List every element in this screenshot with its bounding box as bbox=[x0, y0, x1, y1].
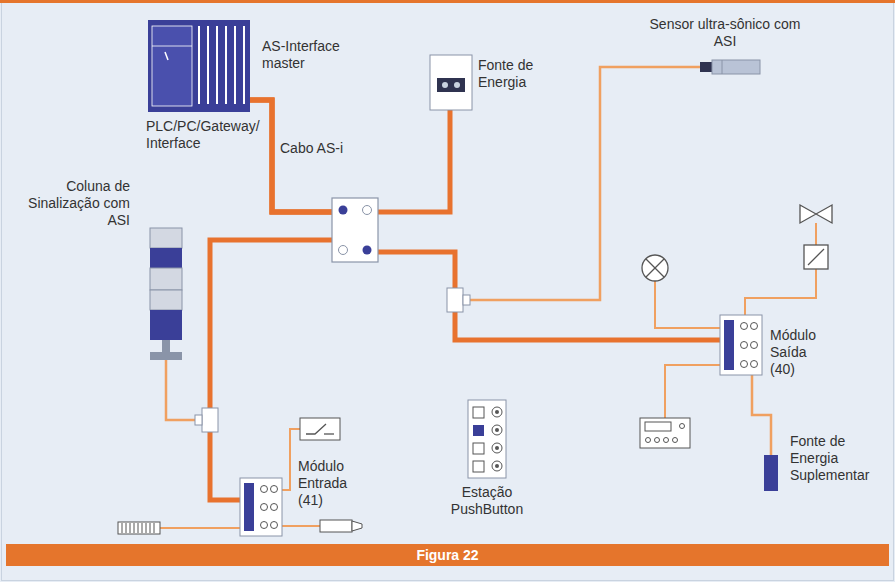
valve-symbol bbox=[800, 205, 832, 223]
proximity-sensor-symbol bbox=[320, 520, 362, 532]
grid-stroke bbox=[122, 523, 123, 533]
junction-box bbox=[332, 198, 378, 262]
node-label: Módulo Saída (40) bbox=[770, 327, 832, 378]
grid-stroke bbox=[126, 523, 127, 533]
node-label: Fonte de Energia bbox=[478, 57, 548, 91]
input-module: Módulo Entrada (41) bbox=[240, 478, 282, 536]
lamp-symbol bbox=[642, 255, 668, 281]
node-label: Fonte de Energia Suplementar bbox=[790, 433, 880, 484]
as-i-cable bbox=[250, 100, 720, 340]
node-label: AS-Interface master bbox=[262, 38, 362, 72]
ultrasonic-sensor: Sensor ultra-sônico com ASI bbox=[700, 60, 760, 74]
t-connector bbox=[195, 408, 218, 432]
drop-cable bbox=[250, 67, 700, 300]
wire bbox=[282, 525, 320, 527]
node-label: Módulo Entrada (41) bbox=[298, 458, 368, 509]
supplementary-supply-icon bbox=[764, 455, 778, 491]
grid-stroke bbox=[150, 523, 151, 533]
node-label: PLC/PC/Gateway/ Interface bbox=[146, 118, 264, 152]
wire bbox=[665, 365, 720, 418]
output-module-icon bbox=[720, 315, 762, 375]
grid-stroke bbox=[138, 523, 139, 533]
ultrasonic-sensor-icon bbox=[700, 60, 760, 74]
solenoid-symbol bbox=[804, 245, 828, 269]
grid-stroke bbox=[130, 523, 131, 533]
pushbutton-station: Estação PushButton bbox=[468, 400, 506, 478]
figure-caption: Figura 22 bbox=[0, 546, 895, 564]
wire bbox=[282, 429, 300, 490]
signal-tower: Coluna de Sinalização com ASI bbox=[150, 228, 182, 360]
power-supply: Fonte de Energia bbox=[430, 55, 472, 110]
plc-master: AS-Interface masterPLC/PC/Gateway/ Inter… bbox=[148, 20, 250, 112]
node-label: Estação PushButton bbox=[437, 484, 537, 518]
node-label: Sensor ultra-sônico com ASI bbox=[645, 16, 805, 50]
top-rule bbox=[0, 0, 895, 3]
t-connector bbox=[447, 288, 470, 312]
switch-symbol bbox=[300, 418, 340, 440]
output-module: Módulo Saída (40) bbox=[720, 315, 762, 375]
heater-symbol bbox=[118, 522, 160, 534]
plc-icon bbox=[148, 20, 250, 112]
signal-tower-icon bbox=[150, 228, 182, 360]
wire bbox=[745, 269, 816, 315]
grid-stroke bbox=[134, 523, 135, 533]
display-device-symbol bbox=[640, 418, 690, 448]
power-supply-icon bbox=[430, 55, 472, 110]
input-module-icon bbox=[240, 478, 282, 536]
node-label: Coluna de Sinalização com ASI bbox=[25, 178, 130, 229]
wire bbox=[160, 527, 240, 529]
as-i-cable bbox=[250, 100, 450, 212]
grid-stroke bbox=[146, 523, 147, 533]
grid-stroke bbox=[154, 523, 155, 533]
grid-stroke bbox=[142, 523, 143, 533]
supplementary-supply: Fonte de Energia Suplementar bbox=[764, 455, 778, 491]
cable-label: Cabo AS-i bbox=[280, 140, 343, 157]
wire bbox=[815, 223, 817, 245]
wire bbox=[655, 281, 720, 328]
drop-cable bbox=[752, 375, 771, 455]
trunk-cables bbox=[210, 100, 720, 500]
pushbutton-station-icon bbox=[468, 400, 506, 478]
as-i-cable bbox=[210, 100, 350, 500]
